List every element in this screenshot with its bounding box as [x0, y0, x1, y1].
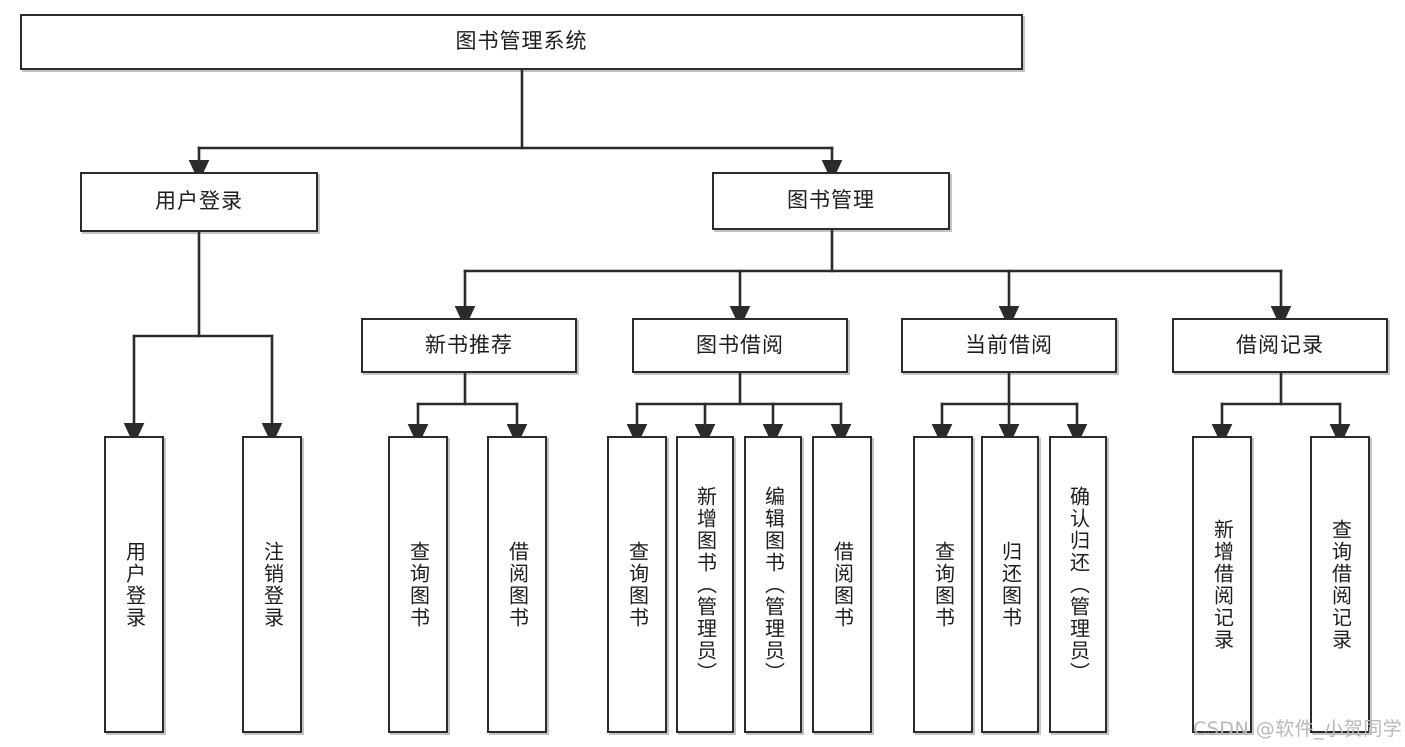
node-book-borrow[interactable]: 图书借阅 — [632, 318, 848, 373]
node-leaf-query-book-borrow[interactable]: 查询图书 — [607, 436, 667, 733]
node-leaf-logout[interactable]: 注销登录 — [242, 436, 302, 733]
node-leaf-query-book-recommend[interactable]: 查询图书 — [388, 436, 448, 733]
node-new-book-recommend[interactable]: 新书推荐 — [361, 318, 577, 373]
node-label: 图书借阅 — [696, 332, 784, 357]
node-leaf-borrow-book[interactable]: 借阅图书 — [812, 436, 872, 733]
node-label: 新书推荐 — [425, 332, 513, 357]
node-label: 查询图书 — [406, 540, 431, 629]
node-label: 查询借阅记录 — [1328, 518, 1353, 651]
watermark-text: CSDN @软件_小贺同学 — [1193, 718, 1403, 740]
node-label: 借阅记录 — [1236, 332, 1324, 357]
node-label: 归还图书 — [998, 540, 1023, 629]
node-borrow-record[interactable]: 借阅记录 — [1172, 318, 1388, 373]
node-book-management[interactable]: 图书管理 — [712, 172, 950, 230]
node-label: 新增图书（管理员） — [693, 485, 718, 684]
node-label: 用户登录 — [155, 189, 243, 214]
node-leaf-add-book-admin[interactable]: 新增图书（管理员） — [676, 436, 734, 733]
node-leaf-user-login[interactable]: 用户登录 — [104, 436, 164, 733]
node-leaf-return-book[interactable]: 归还图书 — [981, 436, 1039, 733]
node-label: 图书管理 — [787, 188, 875, 213]
node-leaf-query-borrow-record[interactable]: 查询借阅记录 — [1310, 436, 1370, 733]
node-leaf-edit-book-admin[interactable]: 编辑图书（管理员） — [744, 436, 802, 733]
node-label: 用户登录 — [122, 540, 147, 629]
node-label: 借阅图书 — [830, 540, 855, 629]
node-label: 借阅图书 — [505, 540, 530, 629]
node-label: 当前借阅 — [965, 332, 1053, 357]
node-label: 查询图书 — [625, 540, 650, 629]
node-leaf-query-book-current[interactable]: 查询图书 — [913, 436, 973, 733]
node-leaf-confirm-return-admin[interactable]: 确认归还（管理员） — [1049, 436, 1107, 733]
node-root-book-management-system[interactable]: 图书管理系统 — [20, 14, 1023, 70]
node-label: 查询图书 — [931, 540, 956, 629]
node-label: 编辑图书（管理员） — [761, 485, 786, 684]
node-leaf-add-borrow-record[interactable]: 新增借阅记录 — [1192, 436, 1252, 733]
node-user-login[interactable]: 用户登录 — [80, 172, 318, 232]
node-label: 注销登录 — [260, 540, 285, 629]
node-current-borrow[interactable]: 当前借阅 — [901, 318, 1117, 373]
node-label: 新增借阅记录 — [1210, 518, 1235, 651]
node-label: 图书管理系统 — [455, 29, 588, 54]
node-label: 确认归还（管理员） — [1066, 485, 1091, 684]
node-leaf-borrow-book-recommend[interactable]: 借阅图书 — [487, 436, 547, 733]
